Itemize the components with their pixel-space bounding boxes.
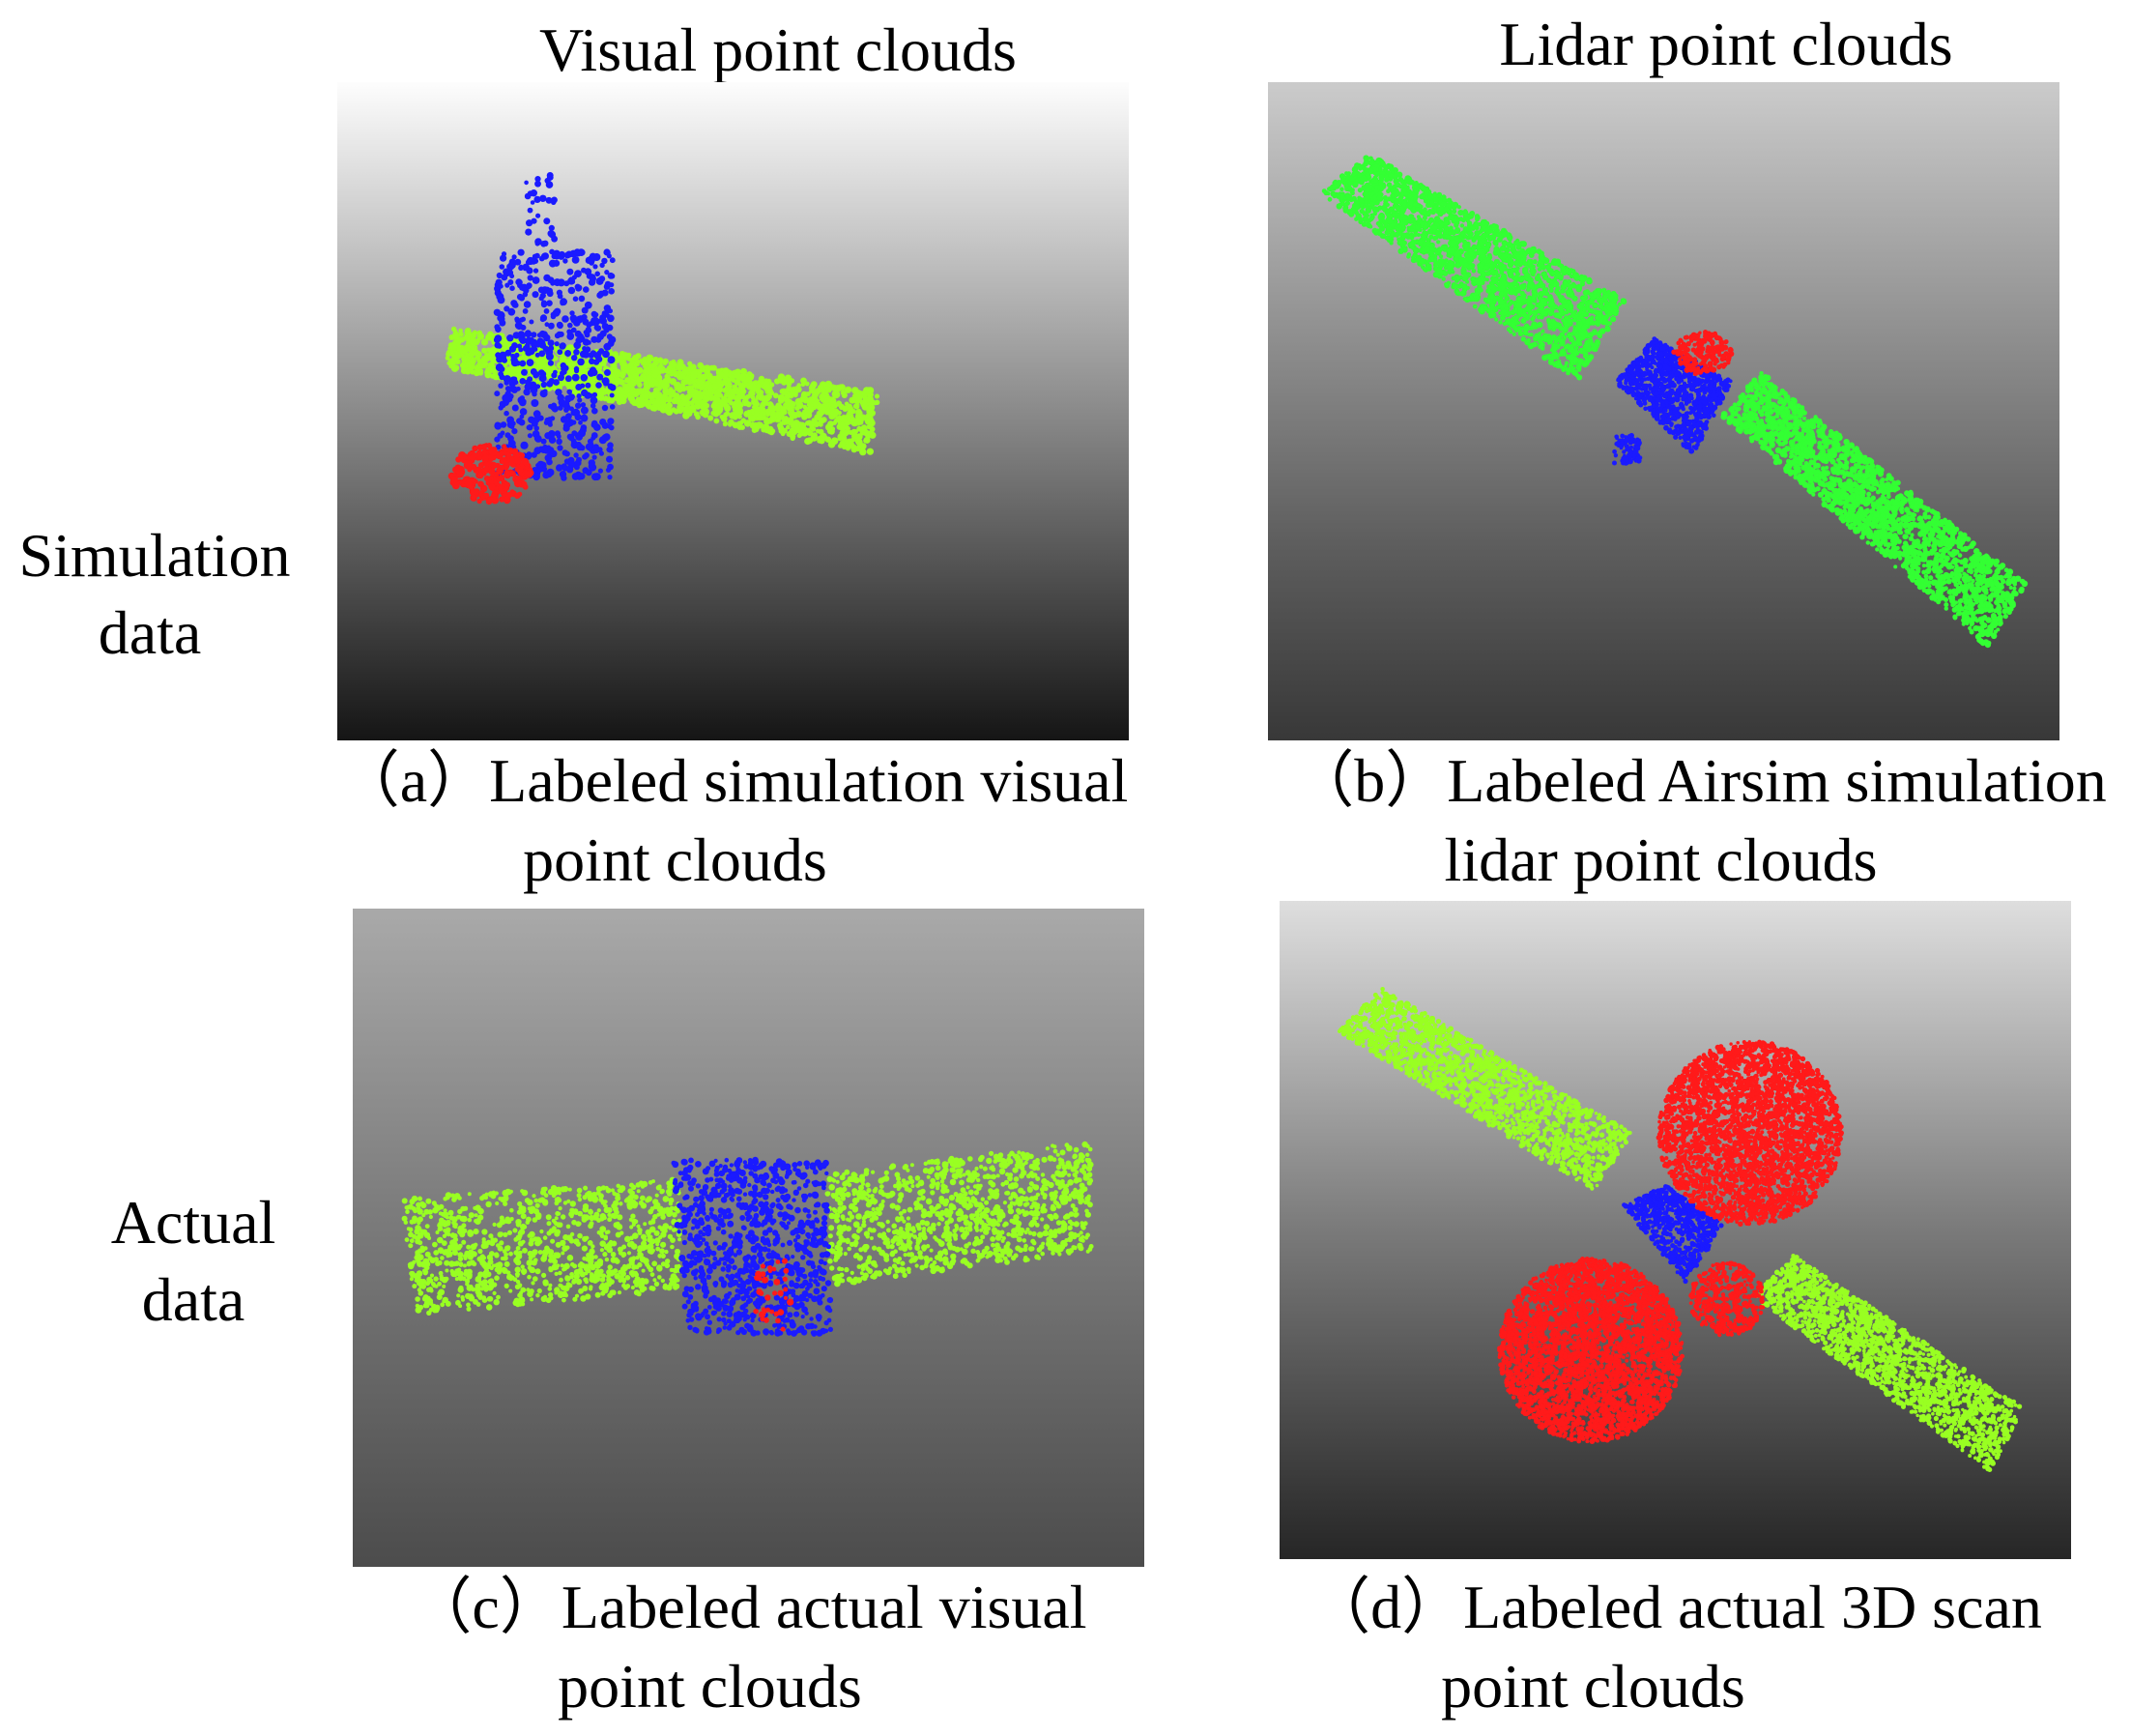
panel-b-body-points (1616, 336, 1733, 454)
panel-a-antenna-mast-points (524, 172, 558, 247)
column-header-lidar: Lidar point clouds (1499, 14, 1952, 75)
panel-c-point-cloud (401, 1141, 1094, 1337)
panel-c-image (353, 909, 1144, 1567)
panel-d-body-points (1622, 1184, 1724, 1285)
panel-a-image (337, 82, 1129, 740)
panel-a-point-cloud (445, 172, 880, 506)
caption-c-line2: point clouds (275, 1647, 1144, 1726)
caption-c-line1: （c）Labeled actual visual (353, 1568, 1144, 1647)
panel-d-solar-panel-upper-points (1337, 987, 1632, 1191)
panel-b-antenna-points (1671, 330, 1735, 377)
panel-d-point-cloud (1337, 987, 2023, 1472)
panel-c-antenna-points (753, 1258, 794, 1332)
panel-b-thruster-points (1612, 432, 1643, 466)
panel-b-point-cloud (1321, 155, 2029, 649)
panel-c-solar-panel-left-points (401, 1176, 683, 1316)
row-label-actual-line1: Actual (77, 1184, 309, 1261)
row-label-simulation: Simulation data (10, 517, 300, 672)
panel-d-antenna-upper-points (1656, 1039, 1844, 1227)
row-label-simulation-line1: Simulation (10, 517, 300, 594)
panel-a-body-points (493, 248, 617, 481)
caption-d-line2: point clouds (1115, 1647, 2071, 1726)
panel-d-solar-panel-lower-points (1754, 1254, 2023, 1472)
caption-d-line1: （d）Labeled actual 3D scan (1280, 1568, 2071, 1647)
caption-b-line2: lidar point clouds (1191, 821, 2131, 900)
panel-a-antenna-points (447, 443, 534, 506)
caption-b: （b）Labeled Airsim simulation lidar point… (1268, 741, 2131, 900)
panel-d-antenna-small-points (1688, 1260, 1766, 1338)
row-label-actual: Actual data (77, 1184, 309, 1339)
caption-d: （d）Labeled actual 3D scan point clouds (1280, 1568, 2071, 1726)
row-label-actual-line2: data (77, 1261, 309, 1339)
panel-b-solar-panel-left-points (1321, 155, 1627, 381)
column-header-visual: Visual point clouds (539, 19, 1017, 81)
row-label-simulation-line2: data (0, 594, 300, 672)
panel-b-solar-panel-right-points (1720, 371, 2029, 649)
caption-a-line2: point clouds (221, 821, 1129, 900)
caption-b-line1: （b）Labeled Airsim simulation (1268, 741, 2131, 821)
panel-d-antenna-lower-points (1497, 1257, 1685, 1444)
panel-c-body-points (671, 1156, 834, 1337)
caption-a: （a）Labeled simulation visual point cloud… (337, 741, 1129, 900)
panel-b-image (1268, 82, 2059, 740)
panel-d-image (1280, 901, 2071, 1559)
caption-c: （c）Labeled actual visual point clouds (353, 1568, 1144, 1726)
panel-c-solar-panel-right-points (824, 1141, 1094, 1288)
caption-a-line1: （a）Labeled simulation visual (337, 741, 1129, 821)
